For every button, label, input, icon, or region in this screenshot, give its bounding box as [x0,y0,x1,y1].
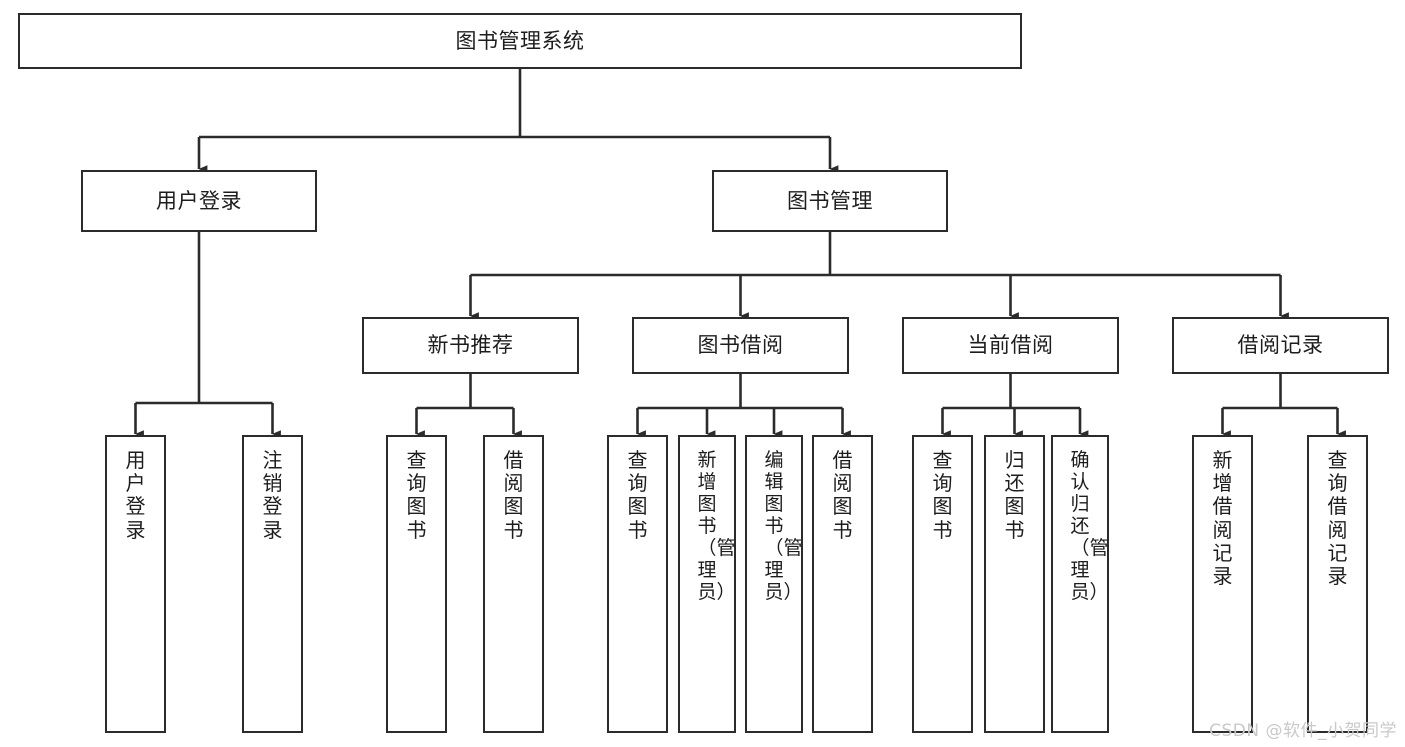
node-book-management[interactable]: 图书管理 [712,170,948,232]
leaf-logout-login[interactable]: 注销登录 [242,435,303,733]
node-label: 确认归还（管理员） [1070,449,1109,604]
leaf-return-book[interactable]: 归还图书 [984,435,1045,733]
leaf-query-book-borrow[interactable]: 查询图书 [607,435,668,733]
node-label: 查询图书 [932,448,953,542]
node-label: 用户登录 [125,448,146,542]
leaf-query-borrow-record[interactable]: 查询借阅记录 [1307,435,1368,733]
node-label: 用户登录 [156,188,242,213]
leaf-borrow-book-recommend[interactable]: 借阅图书 [483,435,544,733]
node-book-borrow[interactable]: 图书借阅 [632,317,849,374]
node-label: 查询图书 [627,448,648,542]
leaf-edit-book-admin[interactable]: 编辑图书（管理员） [745,435,803,733]
node-label: 新增图书（管理员） [697,449,736,604]
node-label: 新书推荐 [427,333,514,358]
leaf-query-book-recommend[interactable]: 查询图书 [386,435,447,733]
watermark: CSDN @软件_小贺同学 [1209,721,1397,741]
node-root[interactable]: 图书管理系统 [18,13,1022,69]
node-label: 当前借阅 [967,333,1054,358]
node-borrow-records[interactable]: 借阅记录 [1172,317,1389,374]
leaf-borrow-book[interactable]: 借阅图书 [812,435,873,733]
node-label: 图书管理系统 [455,28,585,53]
node-label: 图书管理 [787,188,873,213]
node-label: 借阅图书 [503,448,524,542]
leaf-add-borrow-record[interactable]: 新增借阅记录 [1192,435,1253,733]
leaf-confirm-return-admin[interactable]: 确认归还（管理员） [1051,435,1109,733]
node-label: 编辑图书（管理员） [764,449,803,604]
leaf-add-book-admin[interactable]: 新增图书（管理员） [678,435,736,733]
node-current-borrow[interactable]: 当前借阅 [902,317,1119,374]
node-label: 借阅记录 [1237,333,1324,358]
node-label: 注销登录 [262,448,283,542]
node-label: 归还图书 [1004,448,1025,542]
node-label: 图书借阅 [697,333,784,358]
leaf-query-book-current[interactable]: 查询图书 [912,435,973,733]
node-new-book-recommend[interactable]: 新书推荐 [362,317,579,374]
node-label: 借阅图书 [832,448,853,542]
node-label: 查询借阅记录 [1327,448,1348,588]
node-user-login[interactable]: 用户登录 [81,170,317,232]
node-label: 新增借阅记录 [1212,448,1233,588]
leaf-user-login[interactable]: 用户登录 [105,435,166,733]
node-label: 查询图书 [406,448,427,542]
